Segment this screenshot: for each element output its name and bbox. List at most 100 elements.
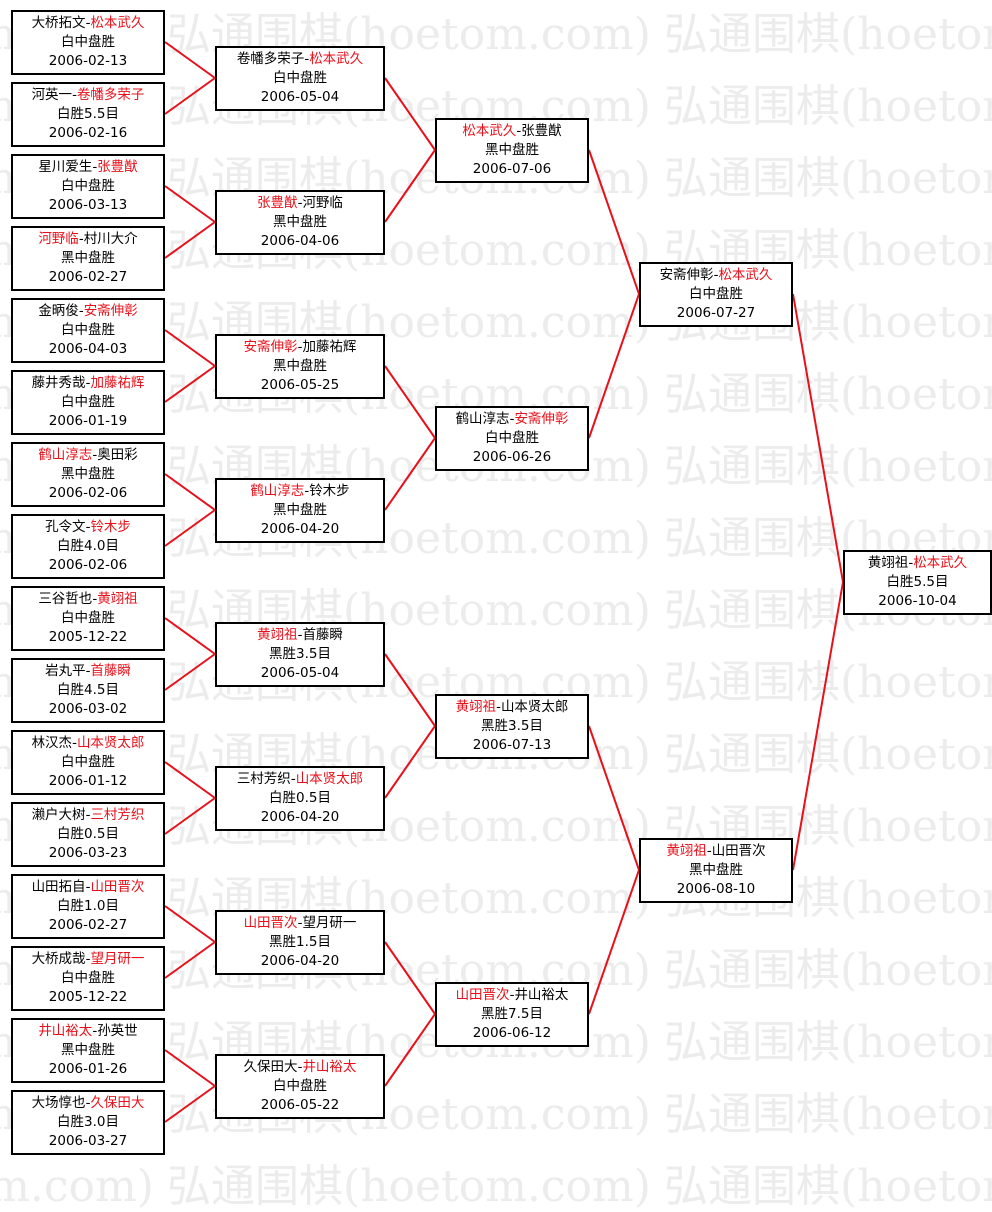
bracket-connector — [164, 941, 216, 979]
match-date: 2006-04-06 — [260, 232, 340, 249]
match-result: 黑胜3.5目 — [481, 717, 543, 734]
bracket-connector — [384, 653, 436, 727]
match-date: 2006-05-04 — [260, 664, 340, 681]
loser-name: 三村芳织 — [236, 770, 291, 787]
winner-name: 松本武久 — [90, 14, 145, 31]
winner-name: 山田晋次 — [455, 986, 510, 1003]
match-date: 2006-01-12 — [48, 772, 128, 789]
loser-name: 星川爱生 — [38, 158, 93, 175]
match-players: 鹤山淳志-奥田彩 — [13, 446, 163, 465]
match-result: 黑胜1.5目 — [269, 933, 331, 950]
bracket-connector — [384, 365, 436, 439]
winner-name: 河野临 — [38, 230, 79, 247]
separator: - — [509, 986, 515, 1003]
match-date: 2006-01-19 — [48, 412, 128, 429]
match-players: 山田拓自-山田晋次 — [13, 878, 163, 897]
watermark-text: 弘通围棋(hoetom.com) — [664, 81, 992, 132]
winner-name: 首藤瞬 — [90, 662, 131, 679]
separator: - — [85, 518, 91, 535]
separator: - — [85, 878, 91, 895]
watermark-text: 弘通围棋(hoetom.com) — [664, 369, 992, 420]
match-date: 2006-02-06 — [48, 556, 128, 573]
bracket-connector — [792, 293, 844, 583]
match-players: 安斋伸彰-加藤祐辉 — [217, 338, 383, 357]
bracket-connector — [164, 41, 216, 79]
loser-name: 岩丸平 — [45, 662, 86, 679]
match-result: 黑中盘胜 — [689, 861, 743, 878]
match-players: 久保田大-井山裕太 — [217, 1058, 383, 1077]
watermark-text: 弘通围棋(hoetom.com) — [664, 1017, 992, 1068]
bracket-connector — [792, 581, 844, 871]
match-date: 2006-05-22 — [260, 1096, 340, 1113]
match-players: 黄翊祖-山田晋次 — [641, 842, 791, 861]
match-result: 白胜1.0目 — [57, 897, 119, 914]
winner-name: 山本贤太郎 — [295, 770, 364, 787]
match-box[interactable]: 久保田大-井山裕太白中盘胜 2006-05-22 — [215, 1053, 385, 1119]
bracket-connector — [384, 77, 436, 151]
match-players: 鹤山淳志-铃木步 — [217, 482, 383, 501]
separator: - — [85, 1094, 91, 1111]
bracket-connector — [164, 1085, 216, 1123]
winner-name: 三村芳织 — [90, 806, 145, 823]
watermark-text: 弘通围棋(hoetom.com) — [167, 1161, 651, 1212]
match-date: 2006-02-27 — [48, 916, 128, 933]
separator: - — [72, 86, 77, 103]
loser-name: 三谷哲也 — [38, 590, 93, 607]
match-players: 大桥成哉-望月研一 — [13, 950, 163, 969]
match-result: 黑胜3.5目 — [269, 645, 331, 662]
separator: - — [496, 698, 501, 715]
match-result: 白胜0.5目 — [269, 789, 331, 806]
winner-name: 黄翊祖 — [666, 842, 707, 859]
match-players: 大桥拓文-松本武久 — [13, 14, 163, 33]
winner-name: 山田晋次 — [90, 878, 145, 895]
separator: - — [297, 338, 303, 355]
match-date: 2005-12-22 — [48, 988, 128, 1005]
match-players: 三谷哲也-黄翊祖 — [13, 590, 163, 609]
match-players: 河英一-卷幡多荣子 — [13, 86, 163, 105]
winner-name: 望月研一 — [90, 950, 145, 967]
separator: - — [713, 266, 719, 283]
bracket-connector — [588, 725, 640, 871]
match-players: 松本武久-张豊猷 — [437, 122, 587, 141]
match-date: 2006-03-23 — [48, 844, 128, 861]
match-result: 白中盘胜 — [273, 1077, 327, 1094]
match-date: 2006-07-06 — [472, 160, 552, 177]
winner-name: 安斋伸彰 — [83, 302, 138, 319]
loser-name: 孔令文 — [45, 518, 86, 535]
bracket-connector — [164, 473, 216, 511]
loser-name: 井山裕太 — [514, 986, 569, 1003]
match-result: 白中盘胜 — [485, 429, 539, 446]
match-result: 白中盘胜 — [689, 285, 743, 302]
match-players: 孔令文-铃木步 — [13, 518, 163, 537]
match-box[interactable]: 山田拓自-山田晋次白胜1.0目 2006-02-27 — [11, 873, 165, 939]
